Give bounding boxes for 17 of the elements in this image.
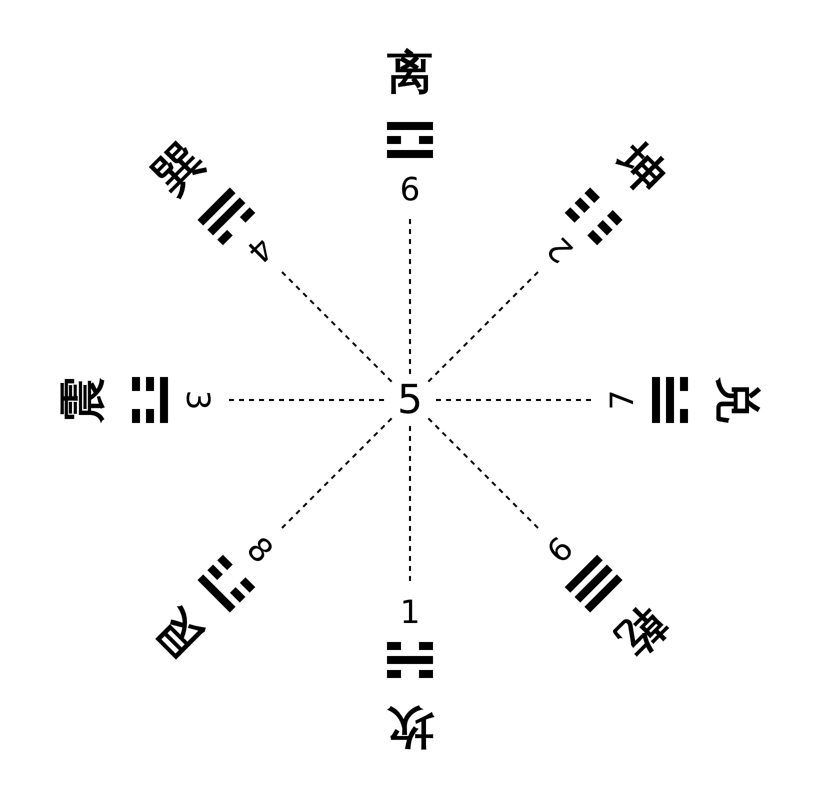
trigram-character: 离: [387, 49, 433, 95]
trigram-character: 坎: [387, 705, 433, 751]
trigram-character: 震: [59, 377, 105, 423]
number: 2: [541, 232, 578, 269]
trigram-character: 巽: [146, 136, 211, 201]
trigram-character: 艮: [146, 599, 211, 664]
number: 9: [400, 172, 420, 204]
trigram-character: 乾: [609, 599, 674, 664]
number: 6: [541, 531, 578, 568]
trigram-character: 兑: [715, 377, 761, 423]
number: 4: [242, 232, 279, 269]
number: 3: [182, 390, 214, 410]
number: 1: [400, 596, 420, 628]
number: 7: [606, 390, 638, 410]
number: 8: [242, 531, 279, 568]
trigram-character: 坤: [609, 136, 674, 201]
center-number: 5: [397, 380, 423, 420]
